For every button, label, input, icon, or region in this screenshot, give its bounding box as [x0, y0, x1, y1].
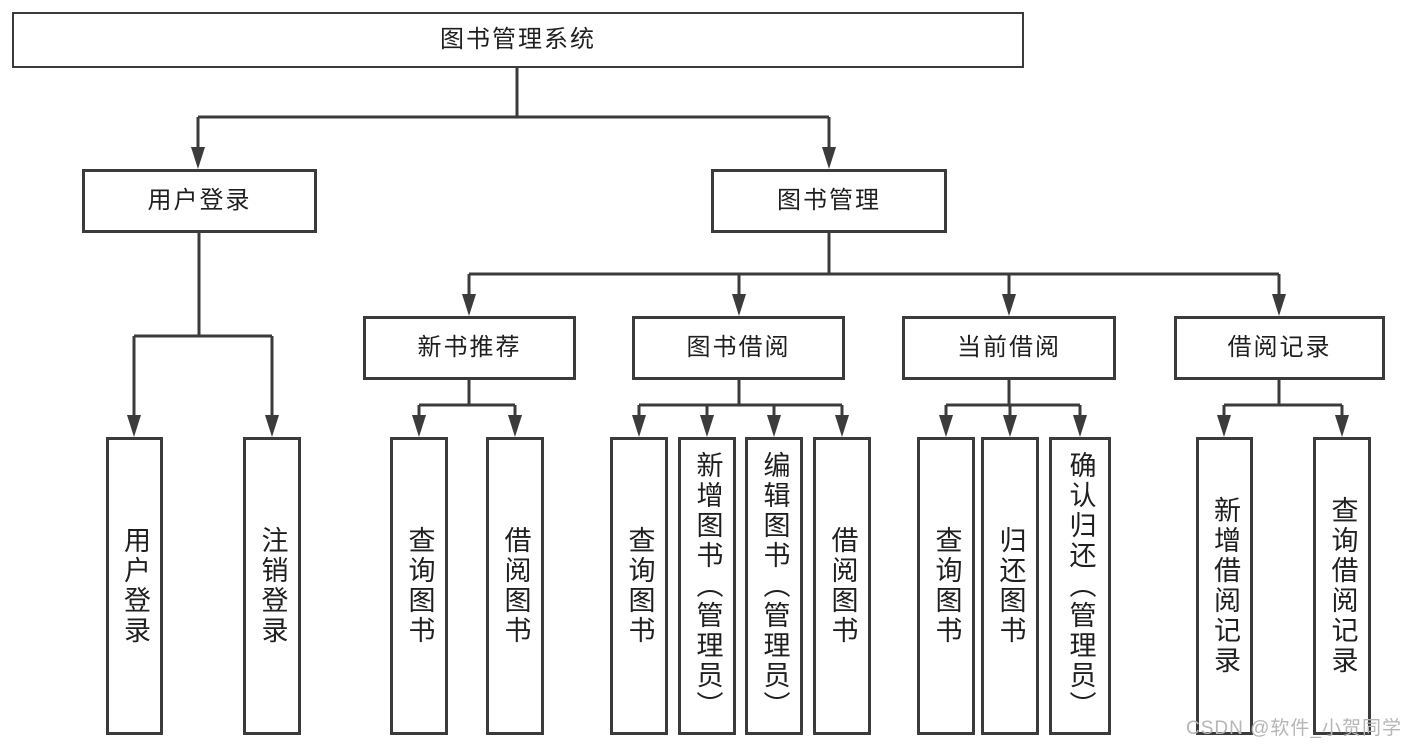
leaf-bb-borrow-books: 借阅图书 [813, 437, 871, 735]
leaf-cb-return-books: 归还图书 [981, 437, 1039, 735]
leaf-br-add-record: 新增借阅记录 [1196, 437, 1253, 735]
arrowhead-icon [265, 415, 279, 437]
node-borrowing-records: 借阅记录 [1174, 316, 1385, 380]
arrowhead-icon [1073, 415, 1087, 437]
leaf-nbr-query-books: 查询图书 [390, 437, 448, 735]
arrowhead-icon [462, 294, 476, 316]
node-library-management-system: 图书管理系统 [12, 12, 1024, 68]
arrowhead-icon [939, 415, 953, 437]
leaf-br-query-record: 查询借阅记录 [1313, 437, 1371, 735]
arrowhead-icon [191, 147, 205, 169]
leaf-cb-confirm-return-admin: 确认归还（管理员） [1049, 437, 1111, 735]
leaf-cb-query-books: 查询图书 [917, 437, 975, 735]
arrowhead-icon [1272, 294, 1286, 316]
arrowhead-icon [732, 294, 746, 316]
arrowhead-icon [508, 415, 522, 437]
node-book-borrowing: 图书借阅 [632, 316, 845, 380]
arrowhead-icon [1217, 415, 1231, 437]
leaf-nbr-borrow-books: 借阅图书 [486, 437, 544, 735]
node-current-borrowing: 当前借阅 [902, 316, 1116, 380]
node-new-book-recommendation: 新书推荐 [363, 316, 576, 380]
arrowhead-icon [1003, 415, 1017, 437]
leaf-logout-login: 注销登录 [243, 437, 301, 735]
arrowhead-icon [700, 415, 714, 437]
leaf-bb-add-books-admin: 新增图书（管理员） [678, 437, 736, 735]
arrowhead-icon [1335, 415, 1349, 437]
arrowhead-icon [835, 415, 849, 437]
arrowhead-icon [767, 415, 781, 437]
leaf-bb-query-books: 查询图书 [610, 437, 668, 735]
leaf-bb-edit-books-admin: 编辑图书（管理员） [745, 437, 803, 735]
arrowhead-icon [632, 415, 646, 437]
arrowhead-icon [822, 147, 836, 169]
node-book-management: 图书管理 [711, 169, 947, 233]
arrowhead-icon [412, 415, 426, 437]
node-user-login: 用户登录 [82, 169, 317, 233]
leaf-user-login: 用户登录 [106, 437, 163, 735]
csdn-watermark: CSDN @软件_小贺同学 [1186, 718, 1402, 739]
arrowhead-icon [1002, 294, 1016, 316]
arrowhead-icon [127, 415, 141, 437]
